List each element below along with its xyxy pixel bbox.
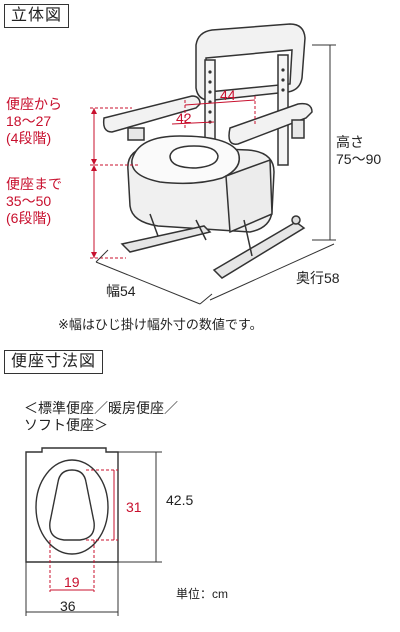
width-label: 幅54 <box>106 283 136 299</box>
section-title-seat-dimensions: 便座寸法図 <box>4 350 104 374</box>
portable-toilet-chair <box>102 23 313 279</box>
inner-width-top-label: 44 <box>220 87 236 103</box>
unit-label: 単位：cm <box>176 587 228 601</box>
depth-label: 奥行58 <box>296 270 340 286</box>
seat-black-dimensions <box>25 451 162 616</box>
red-dimension-lines <box>90 96 256 259</box>
opening-width-label: 19 <box>64 574 80 590</box>
height-label: 高さ 75〜90 <box>336 134 382 167</box>
seat-plan-drawing <box>25 447 119 563</box>
inner-width-bottom-label: 42 <box>176 110 192 126</box>
section-title-3d: 立体図 <box>4 4 70 28</box>
black-dimension-lines <box>95 44 336 305</box>
armrest-to-seat-label: 便座から 18〜27 (4段階) <box>6 96 62 146</box>
red-arrow-heads <box>91 108 97 258</box>
width-note: ※幅はひじ掛け幅外寸の数値です。 <box>58 317 263 332</box>
seat-red-dimensions <box>49 469 118 592</box>
opening-length-label: 31 <box>126 499 142 515</box>
seat-length-label: 42.5 <box>166 492 194 508</box>
seat-to-floor-label: 便座まで 35〜50 (6段階) <box>6 176 62 226</box>
seat-width-label: 36 <box>60 598 76 614</box>
seat-types-subtitle: ＜標準便座／暖房便座／ ソフト便座＞ <box>24 400 178 433</box>
